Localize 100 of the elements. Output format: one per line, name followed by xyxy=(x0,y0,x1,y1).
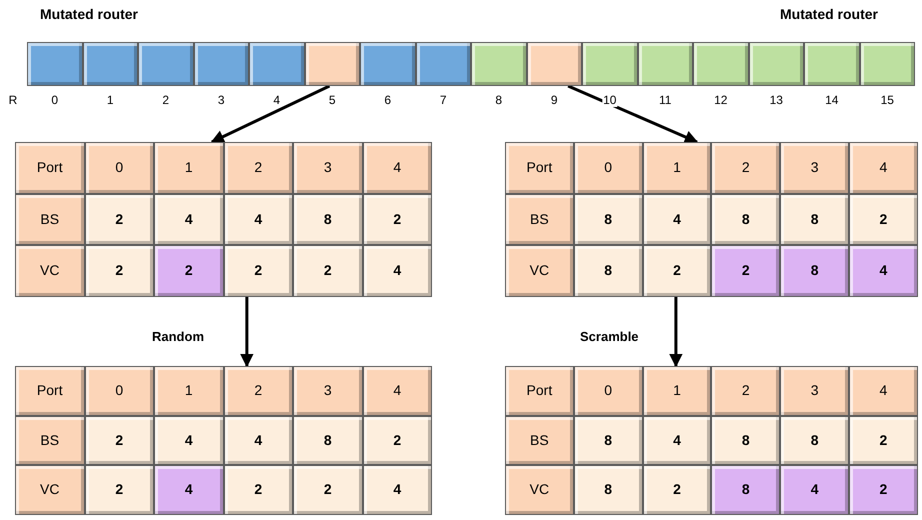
table-cell: VC xyxy=(505,245,574,296)
table-cell: BS xyxy=(15,416,84,465)
table-cell: 0 xyxy=(84,366,154,416)
table-cell: 3 xyxy=(293,142,362,194)
table-cell: 2 xyxy=(848,194,918,245)
router-number: 7 xyxy=(438,93,448,107)
arrow xyxy=(568,84,698,144)
router-cell xyxy=(471,42,526,86)
table-cell: 4 xyxy=(362,245,432,296)
table-cell: Port xyxy=(15,366,84,416)
table-cell: 2 xyxy=(711,366,780,416)
table-cell: 2 xyxy=(84,245,154,296)
table-cell: 4 xyxy=(848,245,918,296)
table-cell: 3 xyxy=(293,366,362,416)
table-cell: 1 xyxy=(642,366,712,416)
router-number: 14 xyxy=(824,93,840,107)
table-cell: 2 xyxy=(224,465,293,514)
router-number: 8 xyxy=(494,93,504,107)
table-cell: 8 xyxy=(574,245,643,296)
table-cell: 2 xyxy=(642,465,712,514)
data-table xyxy=(15,142,432,296)
table-cell: 0 xyxy=(574,142,643,194)
router-number: R xyxy=(8,93,18,107)
router-cell xyxy=(638,42,693,86)
table-cell: 2 xyxy=(224,245,293,296)
table-cell: 8 xyxy=(780,194,849,245)
table-cell: 2 xyxy=(642,245,712,296)
router-cell xyxy=(860,42,915,86)
router-number: 13 xyxy=(768,93,784,107)
data-table xyxy=(15,366,432,514)
table-cell: 4 xyxy=(642,416,712,465)
table-cell: 2 xyxy=(711,245,780,296)
table-cell: BS xyxy=(505,194,574,245)
router-number: 4 xyxy=(272,93,282,107)
table-cell: Port xyxy=(505,142,574,194)
table-cell: 2 xyxy=(84,465,154,514)
router-cell xyxy=(82,42,138,86)
router-cell xyxy=(138,42,194,86)
table-cell: 2 xyxy=(154,245,224,296)
table-cell: 2 xyxy=(848,465,918,514)
router-number: 5 xyxy=(328,93,337,107)
table-cell: 0 xyxy=(84,142,154,194)
table-cell: 4 xyxy=(154,416,224,465)
router-cell xyxy=(804,42,860,86)
router-number: 1 xyxy=(106,93,115,107)
table-cell: 2 xyxy=(848,416,918,465)
table-cell: Port xyxy=(15,142,84,194)
router-number: 6 xyxy=(383,93,392,107)
table-cell: 2 xyxy=(711,142,780,194)
arrow xyxy=(240,296,254,368)
table-cell: 8 xyxy=(574,465,643,514)
router-cell xyxy=(526,42,582,86)
router-number: 0 xyxy=(50,93,60,107)
table-cell: 2 xyxy=(224,142,293,194)
table-cell: 4 xyxy=(362,366,432,416)
table-cell: 8 xyxy=(293,194,362,245)
router-cell xyxy=(693,42,748,86)
router-number: 9 xyxy=(550,93,559,107)
router-cell xyxy=(27,42,82,86)
router-cell xyxy=(304,42,360,86)
table-cell: 1 xyxy=(154,366,224,416)
arrow xyxy=(210,84,330,144)
table-cell: BS xyxy=(505,416,574,465)
table-cell: 4 xyxy=(224,194,293,245)
table-cell: 4 xyxy=(362,465,432,514)
table-cell: 8 xyxy=(711,465,780,514)
table-cell: 2 xyxy=(84,416,154,465)
router-cell xyxy=(360,42,416,86)
table-cell: 8 xyxy=(780,416,849,465)
table-cell: 3 xyxy=(780,142,849,194)
table-cell: 8 xyxy=(574,194,643,245)
table-cell: 4 xyxy=(224,416,293,465)
table-cell: 2 xyxy=(293,465,362,514)
table-cell: 4 xyxy=(642,194,712,245)
router-cell xyxy=(194,42,249,86)
table-cell: 8 xyxy=(574,416,643,465)
table-cell: 4 xyxy=(848,366,918,416)
table-cell: VC xyxy=(15,465,84,514)
router-number: 2 xyxy=(161,93,170,107)
table-cell: 4 xyxy=(154,194,224,245)
table-cell: 8 xyxy=(711,194,780,245)
router-cell xyxy=(748,42,804,86)
table-cell: BS xyxy=(15,194,84,245)
table-cell: 4 xyxy=(848,142,918,194)
table-cell: 2 xyxy=(84,194,154,245)
table-cell: 3 xyxy=(780,366,849,416)
table-cell: Port xyxy=(505,366,574,416)
router-cell xyxy=(249,42,304,86)
router-number: 12 xyxy=(713,93,728,107)
table-cell: 2 xyxy=(362,194,432,245)
table-cell: 1 xyxy=(642,142,712,194)
table-cell: 8 xyxy=(711,416,780,465)
router-cell xyxy=(416,42,471,86)
heading-label: Mutated router xyxy=(780,5,878,24)
router-cell xyxy=(582,42,638,86)
heading-label: Mutated router xyxy=(40,5,138,24)
table-cell: 2 xyxy=(224,366,293,416)
table-cell: 0 xyxy=(574,366,643,416)
data-table xyxy=(505,366,918,514)
table-cell: 4 xyxy=(154,465,224,514)
